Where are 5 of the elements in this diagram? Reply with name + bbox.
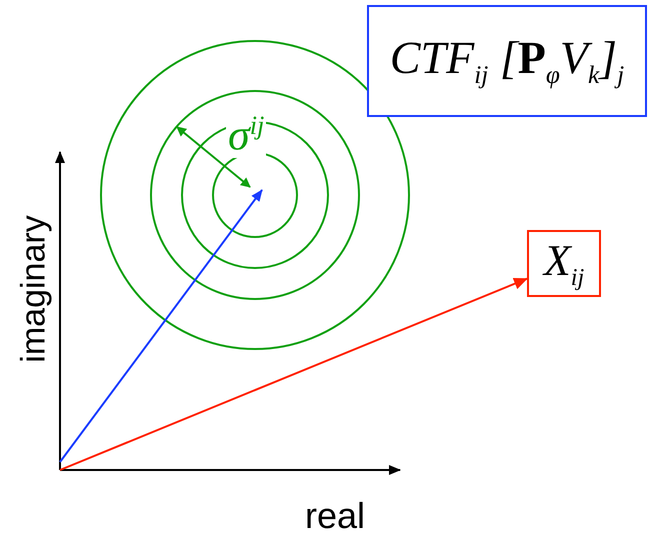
arrow [60, 278, 528, 471]
axis-label: imaginary [16, 215, 51, 363]
formula-box: CTF$_{ij}$ [P$_{φ}$V$_{k}$]$_{j}$ [367, 5, 647, 117]
formula-box: X$_{ij}$ [527, 230, 601, 297]
axis-label: real [305, 498, 366, 534]
